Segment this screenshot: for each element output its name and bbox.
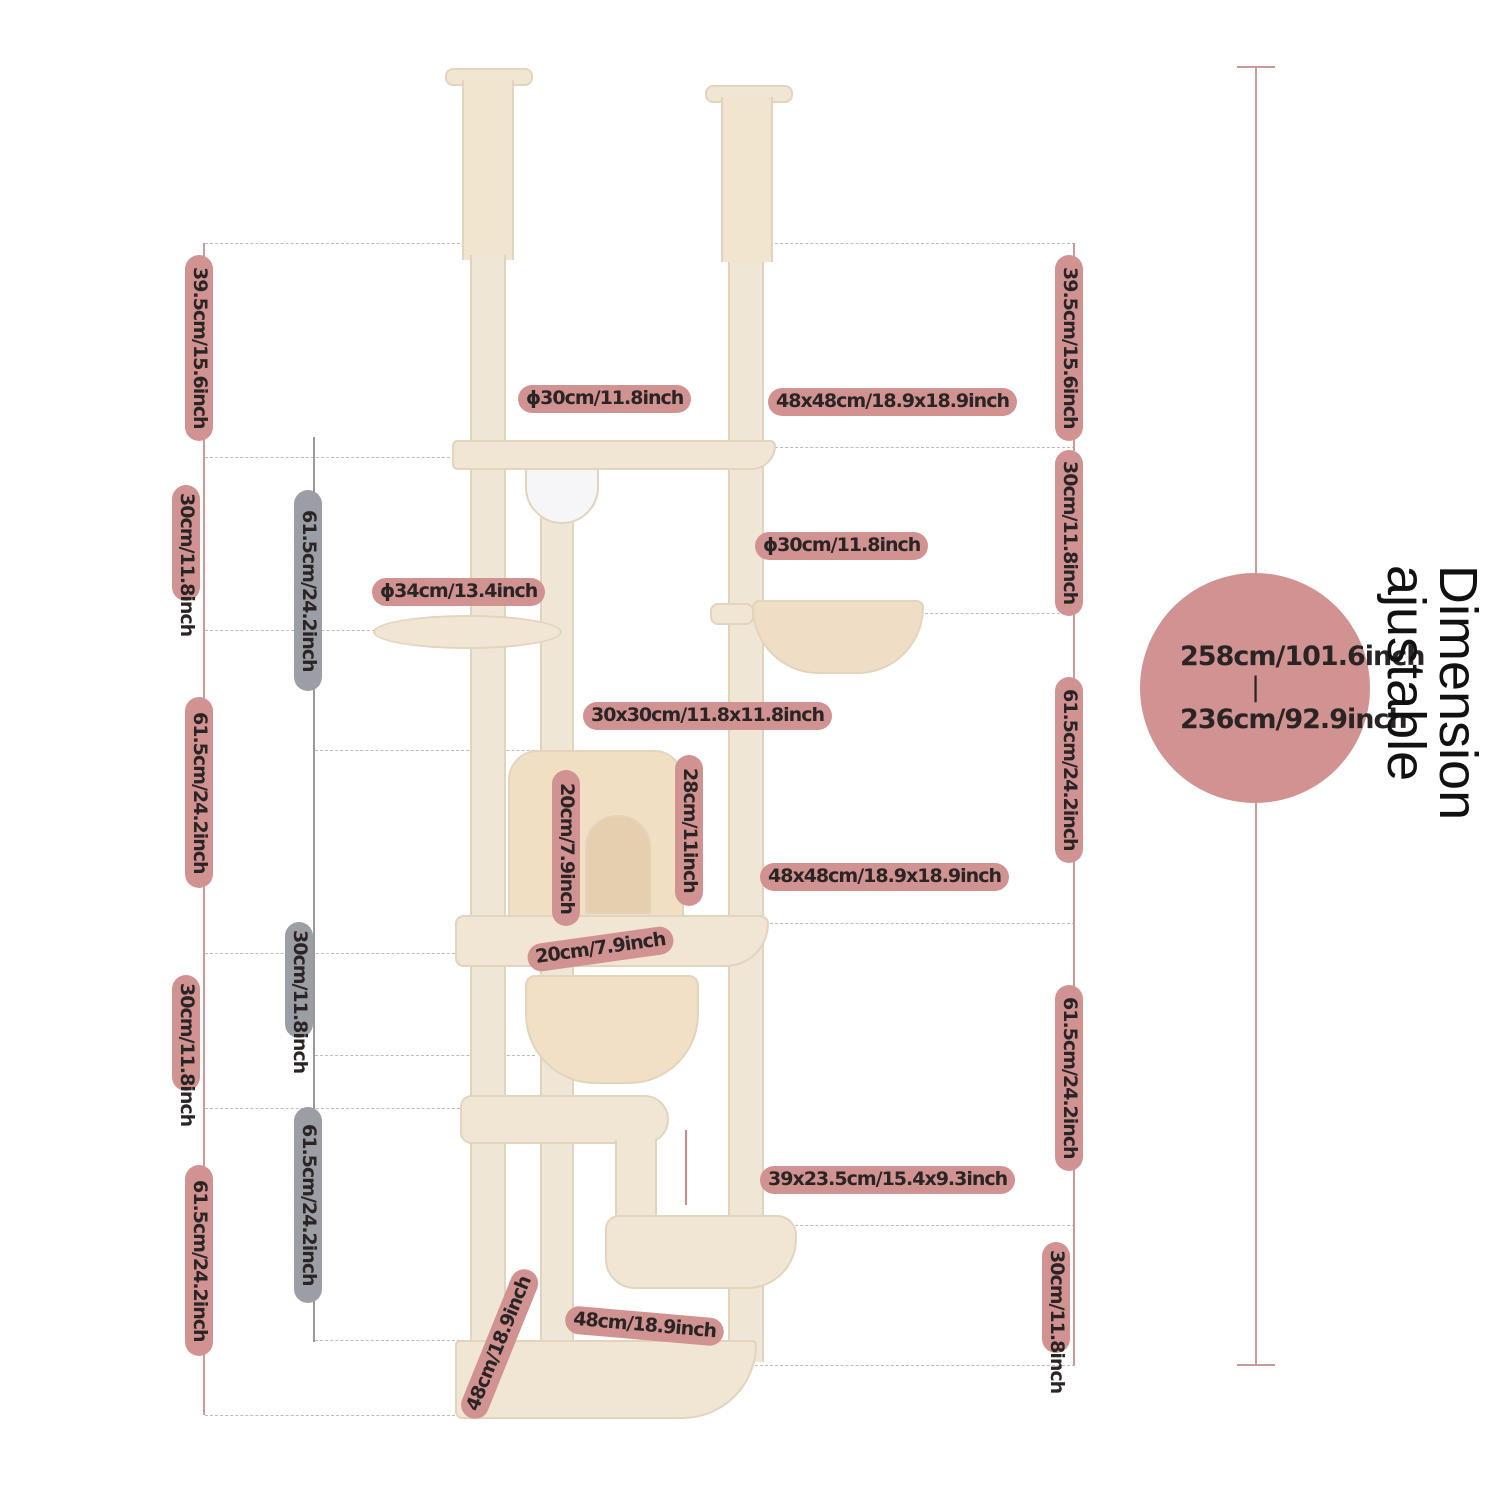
- round-platform-label: ϕ34cm/13.4inch: [372, 578, 546, 606]
- step-platform-upper: [460, 1095, 669, 1144]
- pole-left: [470, 255, 506, 1415]
- condo-door-height-label: 20cm/7.9inch: [552, 770, 580, 926]
- guide-line: [205, 953, 465, 954]
- round-platform: [373, 615, 562, 649]
- condo-height-label: 28cm/11inch: [675, 755, 703, 906]
- height-label-right-4: 61.5cm/24.2inch: [1055, 985, 1083, 1171]
- total-height-cap-bottom: [1237, 1364, 1275, 1366]
- height-label-left-2: 30cm/11.8inch: [172, 485, 200, 636]
- bowl-diameter-label: ϕ30cm/11.8inch: [518, 385, 692, 413]
- height-label-gray-1: 61.5cm/24.2inch: [294, 490, 322, 691]
- min-height: 236cm/92.9inch: [1180, 703, 1408, 735]
- guide-line: [205, 1108, 465, 1109]
- caption-line-1: Dimension: [1428, 565, 1488, 821]
- top-post-right: [721, 97, 773, 262]
- middle-platform-size-label: 48x48cm/18.9x18.9inch: [760, 863, 1009, 891]
- guide-line: [205, 1415, 455, 1416]
- basket-diameter-label: ϕ30cm/11.8inch: [755, 532, 929, 560]
- guide-line: [755, 1365, 1075, 1366]
- height-label-right-5: 30cm/11.8inch: [1042, 1242, 1070, 1393]
- height-label-right-3: 61.5cm/24.2inch: [1055, 677, 1083, 863]
- total-height-badge: 258cm/101.6inch | 236cm/92.9inch: [1140, 573, 1425, 803]
- height-label-left-5: 61.5cm/24.2inch: [185, 1165, 213, 1356]
- hammock: [525, 975, 699, 1084]
- guide-line: [770, 447, 1075, 448]
- guide-line: [205, 630, 375, 631]
- step-platform-size-label: 39x23.5cm/15.4x9.3inch: [760, 1166, 1016, 1194]
- caption-line-2: ajustable: [1376, 565, 1436, 782]
- total-height-cap-top: [1237, 66, 1275, 68]
- condo-size-label: 30x30cm/11.8x11.8inch: [583, 702, 832, 730]
- top-post-left: [462, 80, 514, 260]
- height-label-right-2: 30cm/11.8inch: [1055, 450, 1083, 616]
- height-label-gray-3: 61.5cm/24.2inch: [294, 1107, 322, 1303]
- guide-line: [205, 457, 465, 458]
- guide-line: [315, 750, 585, 751]
- height-label-left-3: 61.5cm/24.2inch: [185, 697, 213, 888]
- step-platform-lower: [605, 1215, 797, 1289]
- pole-right: [728, 262, 764, 1362]
- basket-bracket: [710, 603, 754, 625]
- height-label-gray-2: 30cm/11.8inch: [285, 922, 313, 1073]
- condo-door: [585, 815, 651, 914]
- gray-dimension-line: [313, 437, 315, 1342]
- adjustable-caption: Dimension ajustable: [1376, 565, 1488, 821]
- basket: [752, 600, 924, 674]
- guide-line: [315, 1340, 460, 1341]
- guide-line: [765, 243, 1075, 244]
- height-label-left-1: 39.5cm/15.6inch: [185, 255, 213, 441]
- guide-line: [315, 1055, 535, 1056]
- top-platform: [452, 440, 776, 470]
- guide-line: [770, 923, 1075, 924]
- range-separator: |: [1250, 672, 1260, 704]
- height-label-right-1: 39.5cm/15.6inch: [1055, 255, 1083, 441]
- top-platform-size-label: 48x48cm/18.9x18.9inch: [768, 388, 1017, 416]
- guide-line: [920, 613, 1075, 614]
- height-label-left-4: 30cm/11.8inch: [172, 975, 200, 1126]
- step-arrow: [685, 1130, 687, 1205]
- guide-line: [205, 243, 465, 244]
- guide-line: [770, 1225, 1075, 1226]
- max-height: 258cm/101.6inch: [1180, 641, 1425, 673]
